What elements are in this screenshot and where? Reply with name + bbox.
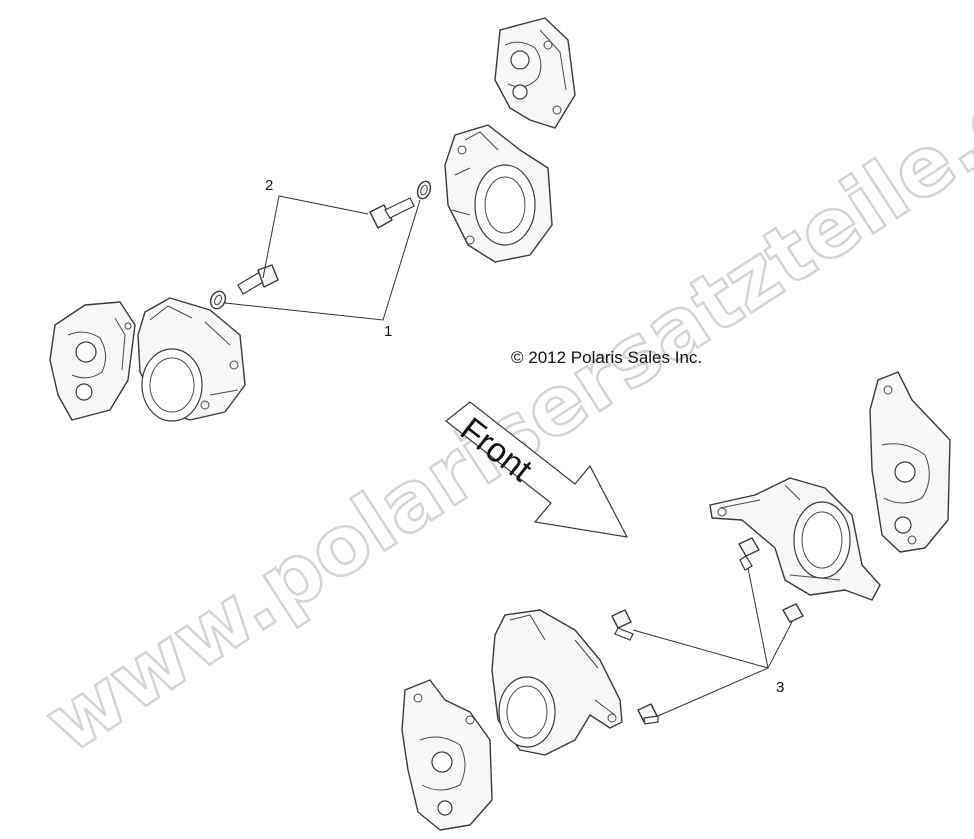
caliper-left [49,301,136,421]
hub-top-right [444,124,553,263]
knuckle-bolt-d [637,703,659,725]
caliper-top-right [494,17,576,129]
leader-lines-bottom [632,567,793,717]
callout-knuckle-bolt: 3 [776,679,784,696]
bolt-lower [237,264,279,295]
caliper-right [869,371,951,553]
knuckle-bolt-a [738,537,760,571]
knuckle-bolt-c [611,609,634,641]
callout-washer: 1 [384,323,392,340]
knuckle-right [709,477,881,601]
knuckle-bolt-b [782,603,804,623]
bolt-upper [369,197,415,229]
washer-lower [209,290,227,310]
knuckle-left [491,609,623,756]
washer-upper [416,180,432,200]
caliper-lower-left [401,679,493,831]
leader-lines-top [224,195,421,321]
callout-bolt: 2 [265,177,273,194]
copyright-notice: © 2012 Polaris Sales Inc. [511,348,702,367]
hub-left [137,297,246,422]
